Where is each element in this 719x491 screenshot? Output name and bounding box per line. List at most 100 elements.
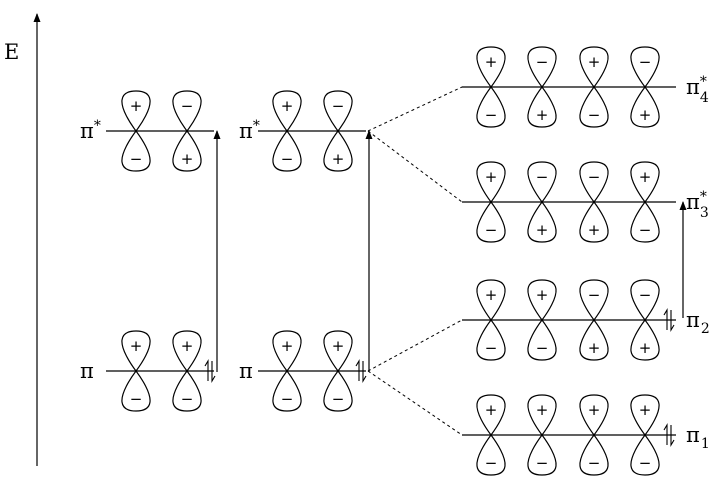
p-orbital-icon: +− <box>476 279 506 361</box>
orbital-sign-top: + <box>281 97 294 115</box>
p-orbital-icon: +− <box>476 161 506 243</box>
orbital-lobe-bottom <box>476 85 506 128</box>
orbital-sign-top: + <box>536 286 549 304</box>
p-orbital-icon: +− <box>579 46 609 128</box>
orbital-lobe-bottom <box>527 318 557 361</box>
p-orbital-icon: −+ <box>579 161 609 243</box>
orbital-lobe-bottom <box>172 369 202 412</box>
electron-spin-up-icon <box>355 359 360 381</box>
mo-level: +−+−π <box>239 330 367 412</box>
p-orbital-icon: +− <box>476 394 506 476</box>
mo-level-label: π* <box>80 118 101 143</box>
orbital-sign-top: − <box>332 97 345 115</box>
orbital-sign-top: − <box>639 286 652 304</box>
mo-label-sub: 2 <box>701 321 710 337</box>
orbital-sign-bottom: + <box>332 150 345 168</box>
mo-level: +−−++−−+π*4 <box>462 46 709 128</box>
orbital-sign-top: + <box>639 168 652 186</box>
mo-level-label: π2 <box>686 308 710 337</box>
p-orbital-icon: −+ <box>630 279 660 361</box>
mo-label-sup: * <box>700 74 707 90</box>
orbital-sign-bottom: − <box>588 106 601 124</box>
mo-label-sup: * <box>94 118 101 134</box>
mo-label-base: π <box>686 423 700 447</box>
p-orbital-icon: −+ <box>630 46 660 128</box>
electron-pair-icon <box>663 308 675 332</box>
mo-label-base: π <box>80 119 94 143</box>
orbital-sign-top: − <box>588 168 601 186</box>
p-orbital-icon: +− <box>630 394 660 476</box>
mo-label-base: π <box>80 359 94 383</box>
orbital-sign-bottom: − <box>281 390 294 408</box>
mo-level: +−+−π <box>80 330 216 412</box>
orbital-sign-bottom: + <box>639 106 652 124</box>
orbital-sign-top: − <box>181 97 194 115</box>
orbital-lobe-top <box>121 90 151 133</box>
orbital-lobe-bottom <box>272 369 302 412</box>
orbital-lobe-top <box>272 330 302 373</box>
orbital-sign-top: − <box>639 53 652 71</box>
orbital-lobe-bottom <box>579 85 609 128</box>
mo-label-base: π <box>686 75 700 99</box>
mo-column-butadiene: +−−++−−+π*4+−−+−++−π*3+−+−−+−+π2+−+−+−+−… <box>462 46 710 476</box>
electron-spin-down-icon <box>670 425 675 447</box>
orbital-lobe-top <box>630 279 660 322</box>
orbital-sign-bottom: − <box>485 339 498 357</box>
orbital-lobe-top <box>476 394 506 437</box>
orbital-lobe-top <box>476 279 506 322</box>
mo-levels: +−−+π*+−+−π+−−+π*+−+−π+−−++−−+π*4+−−+−++… <box>80 46 710 476</box>
mo-level: +−+−+−+−π1 <box>462 394 710 476</box>
orbital-lobe-bottom <box>579 433 609 476</box>
orbital-lobe-bottom <box>172 129 202 172</box>
mo-label-base: π <box>239 359 253 383</box>
p-orbital-icon: −+ <box>527 161 557 243</box>
orbital-sign-top: − <box>536 53 549 71</box>
electron-spin-down-icon <box>362 361 367 383</box>
orbital-lobe-bottom <box>121 369 151 412</box>
electron-spin-down-icon <box>211 361 216 383</box>
orbital-lobe-bottom <box>323 369 353 412</box>
orbital-sign-bottom: + <box>536 221 549 239</box>
mo-level-label: π <box>239 359 253 383</box>
orbital-lobe-bottom <box>630 85 660 128</box>
orbital-lobe-bottom <box>579 200 609 243</box>
mo-label-sub: 4 <box>700 90 709 106</box>
orbital-lobe-top <box>527 394 557 437</box>
mo-level-label: π1 <box>686 423 710 452</box>
orbital-sign-bottom: − <box>485 221 498 239</box>
mo-level-label: π*3 <box>686 189 709 221</box>
orbital-lobe-top <box>172 90 202 133</box>
mo-column-ethylene-2: +−−+π*+−+−π <box>239 90 367 412</box>
orbital-lobe-top <box>579 394 609 437</box>
p-orbital-icon: +− <box>630 161 660 243</box>
orbital-lobe-bottom <box>579 318 609 361</box>
correlation-line <box>367 370 463 436</box>
orbital-lobe-top <box>121 330 151 373</box>
orbital-lobe-bottom <box>272 129 302 172</box>
mo-label-sub: 3 <box>700 205 709 221</box>
orbital-sign-bottom: + <box>588 339 601 357</box>
orbital-lobe-bottom <box>527 85 557 128</box>
orbital-lobe-top <box>579 161 609 204</box>
excitation-arrows <box>213 130 687 372</box>
orbital-lobe-top <box>172 330 202 373</box>
p-orbital-icon: −+ <box>527 46 557 128</box>
orbital-sign-bottom: + <box>639 339 652 357</box>
orbital-sign-top: + <box>130 97 143 115</box>
p-orbital-icon: −+ <box>172 90 202 172</box>
mo-level: + −−+ π* <box>80 90 214 172</box>
mo-level: +−+−−+−+π2 <box>462 279 710 361</box>
orbital-sign-bottom: − <box>639 454 652 472</box>
orbital-lobe-top <box>630 161 660 204</box>
orbital-lobe-bottom <box>527 433 557 476</box>
electron-pair-icon <box>663 423 675 447</box>
orbital-lobe-bottom <box>630 200 660 243</box>
orbital-sign-top: + <box>332 337 345 355</box>
orbital-lobe-top <box>579 46 609 89</box>
orbital-lobe-top <box>527 46 557 89</box>
correlation-line <box>367 86 463 132</box>
orbital-sign-top: + <box>130 337 143 355</box>
orbital-sign-top: + <box>485 53 498 71</box>
correlation-line <box>367 130 463 203</box>
